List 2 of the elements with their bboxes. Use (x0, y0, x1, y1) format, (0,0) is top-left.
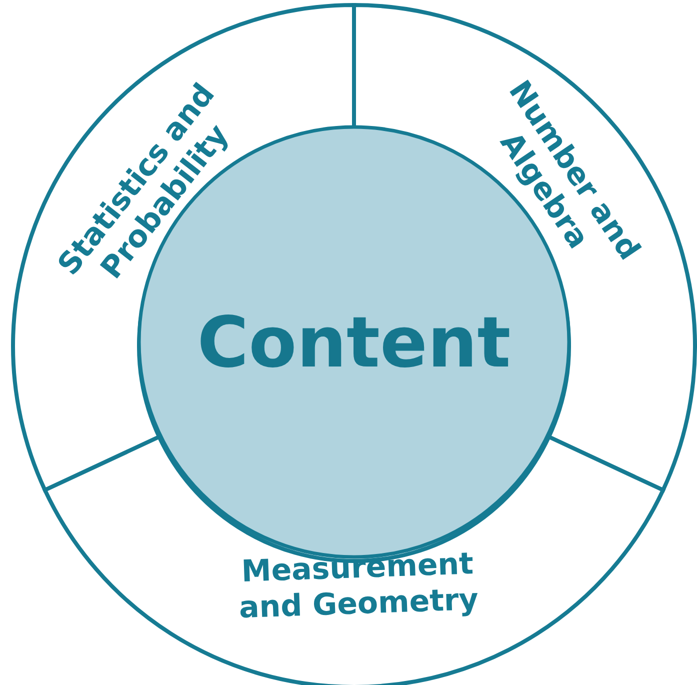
segment-label: Measurement and Geometry (238, 546, 479, 626)
center-title: Content (197, 302, 511, 384)
